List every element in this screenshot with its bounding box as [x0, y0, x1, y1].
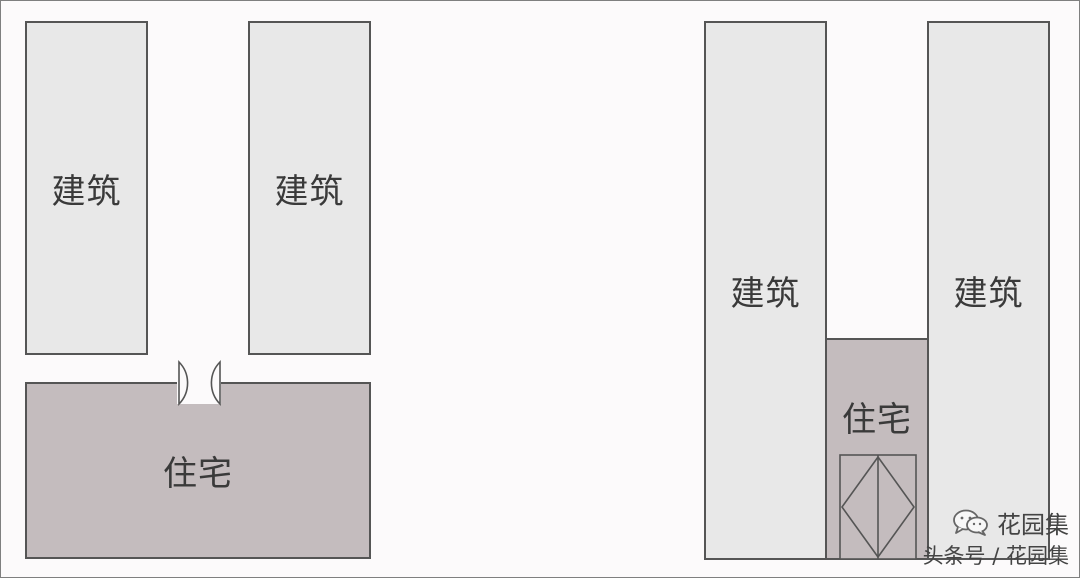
building-label: 建筑	[51, 171, 122, 212]
left-residence: 住宅	[25, 382, 371, 559]
building-label: 建筑	[274, 171, 345, 212]
watermark-brand: 花园集	[997, 510, 1069, 539]
left-building-right: 建筑	[248, 21, 371, 355]
wechat-icon	[951, 508, 991, 541]
watermark-source: 头条号 / 花园集	[922, 544, 1069, 568]
right-building-left: 建筑	[704, 21, 827, 560]
left-building-left: 建筑	[25, 21, 148, 355]
right-building-right: 建筑	[927, 21, 1050, 560]
right-residence: 住宅	[825, 338, 929, 560]
building-label: 建筑	[730, 274, 801, 314]
residence-label: 住宅	[163, 454, 233, 494]
building-label: 建筑	[953, 274, 1024, 314]
watermark: 花园集 头条号 / 花园集	[923, 508, 1069, 569]
residence-label: 住宅	[842, 400, 912, 440]
